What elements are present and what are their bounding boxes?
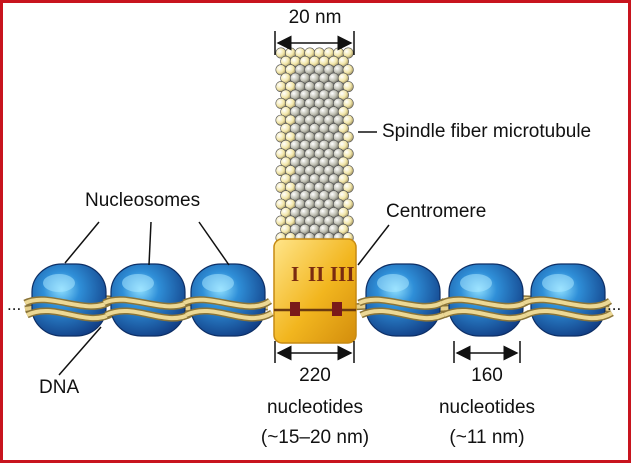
dna-wrap: [185, 309, 274, 321]
microtubule-bead: [342, 148, 354, 160]
nucleosome: [182, 263, 274, 337]
nucleosomes-label: Nucleosomes: [85, 190, 201, 211]
microtubule-bead: [337, 106, 349, 118]
dna-wrap: [443, 309, 532, 321]
microtubule-bead: [342, 131, 354, 143]
centromere-box: [273, 238, 357, 344]
histone-highlight: [377, 274, 409, 292]
centromere-length-unit: nucleotides: [266, 397, 364, 418]
histone-highlight: [542, 274, 574, 292]
dna-wrap: [523, 297, 612, 309]
nucleosome: [357, 263, 449, 337]
dna-wrap: [183, 297, 272, 309]
microtubule-bead: [337, 223, 349, 235]
dna-wrap: [105, 309, 194, 321]
linker-length-value: 160: [471, 365, 503, 386]
microtubule-bead: [337, 123, 349, 135]
nucleosome: [522, 263, 614, 337]
dna-label: DNA: [39, 377, 80, 398]
centromere-element-i: I: [291, 262, 300, 286]
dimension-lines: [274, 31, 521, 363]
centromere-length-nm: (~15–20 nm): [260, 427, 370, 448]
centromere-marker-left: [290, 302, 300, 316]
histone-highlight: [460, 274, 492, 292]
centromere-element-iii: III: [330, 262, 355, 286]
microtubule-bead: [342, 81, 354, 93]
microtubule-bead: [337, 89, 349, 101]
dna-wrap: [360, 309, 449, 321]
dots-right: ...: [607, 295, 622, 314]
nucleosome: [23, 263, 115, 337]
microtubule-bead: [337, 156, 349, 168]
chromatin-diagram: [23, 31, 614, 376]
microtubule-label: Spindle fiber microtubule: [382, 121, 592, 142]
microtubule-bead: [337, 190, 349, 202]
linker-length-nm: (~11 nm): [449, 427, 525, 448]
microtubule-bead: [337, 207, 349, 219]
histone-highlight: [43, 274, 75, 292]
histone-highlight: [202, 274, 234, 292]
centromere-element-ii: II: [308, 262, 325, 286]
microtubule-bead: [342, 198, 354, 210]
centromere-label: Centromere: [386, 201, 487, 222]
microtubule-bead: [342, 165, 354, 177]
dna-wrap: [441, 297, 530, 309]
leader-lines: [58, 131, 390, 376]
nucleosome-group: [23, 263, 614, 337]
microtubule-bead: [342, 64, 354, 76]
dna-wrap: [103, 297, 192, 309]
microtubule-bead: [342, 181, 354, 193]
microtubule-bead: [337, 173, 349, 185]
spindle-microtubule: [275, 47, 354, 244]
centromere-length-value: 220: [299, 365, 331, 386]
centromere-marker-right: [332, 302, 342, 316]
dna-wrap: [24, 297, 113, 309]
nucleosome: [440, 263, 532, 337]
microtubule-bead: [337, 72, 349, 84]
dna-wrap: [525, 309, 614, 321]
microtubule-width-label: 20 nm: [288, 7, 342, 28]
nucleosome: [102, 263, 194, 337]
dna-wrap: [358, 297, 447, 309]
microtubule-bead: [337, 139, 349, 151]
linker-length-unit: nucleotides: [438, 397, 536, 418]
dna-wrap: [26, 309, 115, 321]
microtubule-bead: [342, 215, 354, 227]
microtubule-bead: [337, 55, 349, 67]
microtubule-bead: [342, 114, 354, 126]
microtubule-bead: [342, 97, 354, 109]
histone-highlight: [122, 274, 154, 292]
dots-left: ...: [7, 295, 22, 314]
